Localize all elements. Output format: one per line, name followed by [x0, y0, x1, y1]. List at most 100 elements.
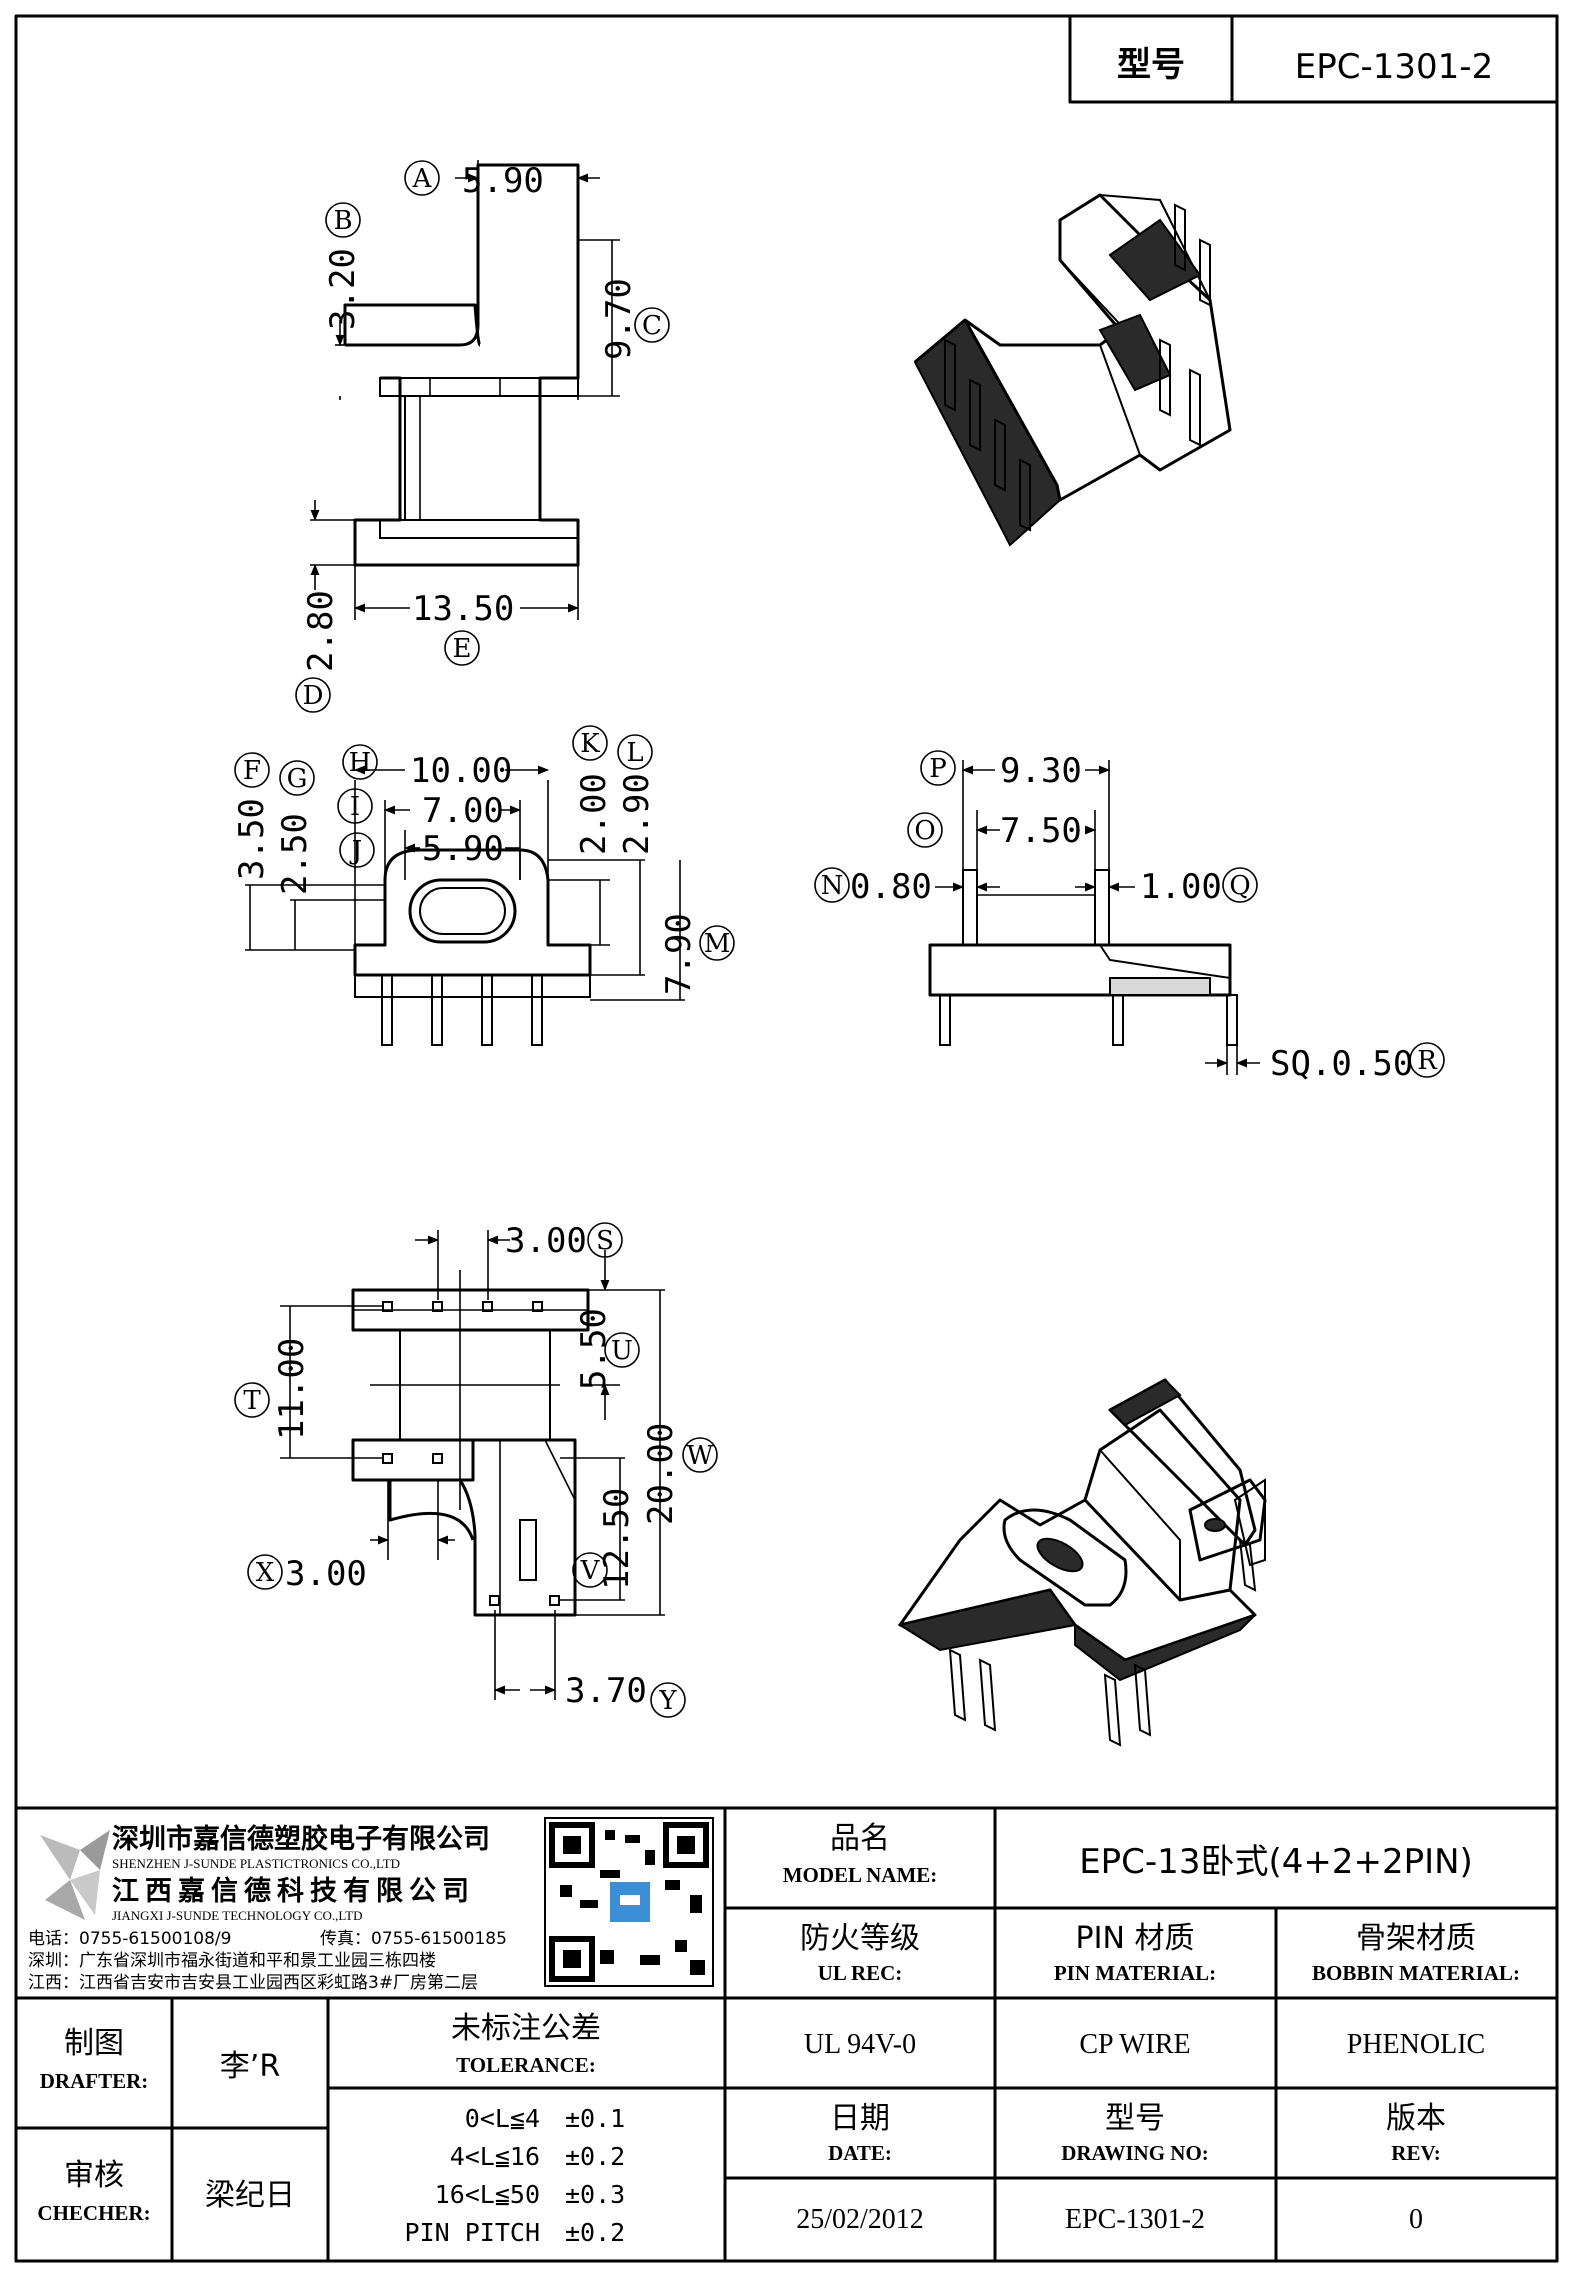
dim-bubble-m: M	[704, 929, 731, 959]
tolerance-range-2: 4<L≦16	[450, 2142, 540, 2171]
dim-value-y: 3.70	[565, 1671, 647, 1711]
drawing-no-label-cn: 型号	[1105, 2101, 1165, 2136]
model-name-label-cn: 品名	[830, 1821, 890, 1856]
tolerance-value-3: ±0.3	[565, 2180, 625, 2209]
dim-bubble-x: X	[256, 1558, 275, 1588]
ul-value: UL 94V-0	[804, 2029, 916, 2060]
dim-value-g: 2.50	[275, 813, 315, 895]
dim-value-k: 2.00	[574, 773, 614, 855]
dim-bubble-f: F	[243, 756, 261, 786]
model-name-value: EPC-13卧式(4+2+2PIN)	[1079, 1842, 1473, 1882]
dim-value-t: 11.00	[272, 1338, 312, 1440]
company-name-jx: 江西嘉信德科技有限公司	[112, 1876, 475, 1907]
dim-value-r: SQ.0.50	[1270, 1044, 1413, 1084]
drawing-no-value: EPC-1301-2	[1065, 2204, 1205, 2235]
company-phone: 电话：0755-61500108/9	[28, 1929, 231, 1949]
bottom-view: 3.00 S T 11.00 5.50 U 20.00 W 12.50 V X …	[234, 1221, 718, 1718]
header-model-label: 型号	[1117, 45, 1185, 85]
dim-bubble-b: B	[333, 206, 352, 236]
tolerance-range-4: PIN PITCH	[405, 2218, 540, 2247]
dim-bubble-v: V	[580, 1556, 601, 1586]
model-name-label-en: MODEL NAME:	[783, 1863, 938, 1887]
checker-label-cn: 审核	[64, 2158, 124, 2193]
dim-bubble-i: I	[350, 792, 360, 822]
dim-bubble-s: S	[596, 1226, 614, 1256]
pin-material-label-en: PIN MATERIAL:	[1054, 1961, 1216, 1985]
dim-value-c: 9.70	[599, 278, 639, 360]
tolerance-value-1: ±0.1	[565, 2104, 625, 2133]
dim-bubble-h: H	[349, 748, 372, 778]
dim-value-u: 5.50	[574, 1308, 614, 1390]
company-name-jx-en: JIANGXI J-SUNDE TECHNOLOGY CO.,LTD	[112, 1908, 363, 1923]
tolerance-range-1: 0<L≦4	[465, 2104, 540, 2133]
dim-bubble-g: G	[287, 764, 308, 794]
ul-label-en: UL REC:	[818, 1961, 903, 1985]
dim-bubble-t: T	[243, 1386, 261, 1416]
qr-code	[544, 1817, 714, 1987]
dim-value-b: 3.20	[323, 248, 363, 330]
dim-value-s: 3.00	[505, 1221, 587, 1261]
dim-bubble-k: K	[580, 729, 600, 759]
company-address-sz: 深圳：广东省深圳市福永街道和平和景工业园三栋四楼	[28, 1951, 436, 1971]
company-address-jx: 江西：江西省吉安市吉安县工业园西区彩虹路3#厂房第二层	[28, 1973, 478, 1993]
dim-value-w: 20.00	[641, 1423, 681, 1525]
dim-value-l: 2.90	[617, 773, 657, 855]
dim-bubble-l: L	[626, 738, 643, 768]
title-block: 深圳市嘉信德塑胶电子有限公司 SHENZHEN J-SUNDE PLASTICT…	[14, 1806, 1559, 2263]
rev-label-en: REV:	[1391, 2141, 1440, 2165]
side-view: P 9.30 O 7.50 N 0.80 1.00 Q SQ.0.50 R	[814, 750, 1445, 1084]
header-model-value: EPC-1301-2	[1295, 47, 1493, 87]
date-value: 25/02/2012	[796, 2204, 924, 2235]
front-view: F 3.50 G 2.50 H 10.00 I 7.00 J 5.90 K 2.…	[232, 725, 735, 1046]
tolerance-range-3: 16<L≦50	[435, 2180, 540, 2209]
tolerance-value-2: ±0.2	[565, 2142, 625, 2171]
dim-bubble-e: E	[453, 634, 472, 664]
dim-value-f: 3.50	[232, 798, 272, 880]
tolerance-label-en: TOLERANCE:	[456, 2053, 596, 2077]
checker-label-en: CHECHER:	[37, 2201, 150, 2225]
rev-label-cn: 版本	[1386, 2101, 1446, 2136]
dim-bubble-q: Q	[1229, 871, 1250, 901]
bobbin-material-label-en: BOBBIN MATERIAL:	[1312, 1961, 1520, 1985]
ul-label-cn: 防火等级	[800, 1921, 920, 1956]
date-label-cn: 日期	[830, 2101, 890, 2136]
rev-value: 0	[1409, 2204, 1423, 2235]
dim-bubble-u: U	[611, 1336, 633, 1366]
dim-value-a: 5.90	[462, 161, 544, 201]
dim-value-e: 13.50	[412, 589, 514, 629]
company-logo	[40, 1830, 110, 1920]
dim-bubble-y: Y	[658, 1686, 677, 1716]
pin-material-label-cn: PIN 材质	[1076, 1921, 1195, 1956]
dim-value-m: 7.90	[659, 913, 699, 995]
dim-value-x: 3.00	[285, 1554, 367, 1594]
tolerance-label-cn: 未标注公差	[451, 2011, 601, 2046]
dim-bubble-w: W	[687, 1441, 714, 1471]
dim-value-n: 0.80	[850, 867, 932, 907]
dim-bubble-n: N	[821, 871, 844, 901]
company-name-sz-en: SHENZHEN J-SUNDE PLASTICTRONICS CO.,LTD	[112, 1856, 400, 1871]
company-name-sz: 深圳市嘉信德塑胶电子有限公司	[112, 1823, 490, 1855]
dim-bubble-j: J	[349, 836, 362, 866]
dim-value-d: 2.80	[301, 590, 341, 672]
checker-value: 梁纪日	[205, 2178, 295, 2213]
isometric-view-bottom	[897, 1378, 1267, 1747]
top-view: A 5.90 B 3.20 9.70 C 2.80 D 13.50 E	[295, 160, 670, 713]
header-model-box: 型号 EPC-1301-2	[1068, 14, 1559, 104]
dim-value-j: 5.90	[422, 829, 504, 869]
dim-value-v: 12.50	[597, 1488, 637, 1590]
dim-bubble-a: A	[412, 164, 433, 194]
isometric-view-top	[913, 193, 1232, 547]
dim-value-i: 7.00	[422, 791, 504, 831]
date-label-en: DATE:	[828, 2141, 892, 2165]
pin-material-value: CP WIRE	[1079, 2029, 1190, 2060]
dim-value-p: 9.30	[1000, 751, 1082, 791]
drafter-value: 李’R	[220, 2049, 280, 2084]
dim-value-h: 10.00	[410, 751, 512, 791]
dim-value-q: 1.00	[1140, 867, 1222, 907]
drawing-no-label-en: DRAWING NO:	[1061, 2141, 1209, 2165]
dim-bubble-o: O	[914, 816, 935, 846]
sheet-border	[14, 14, 1559, 2263]
bobbin-material-label-cn: 骨架材质	[1356, 1921, 1476, 1956]
